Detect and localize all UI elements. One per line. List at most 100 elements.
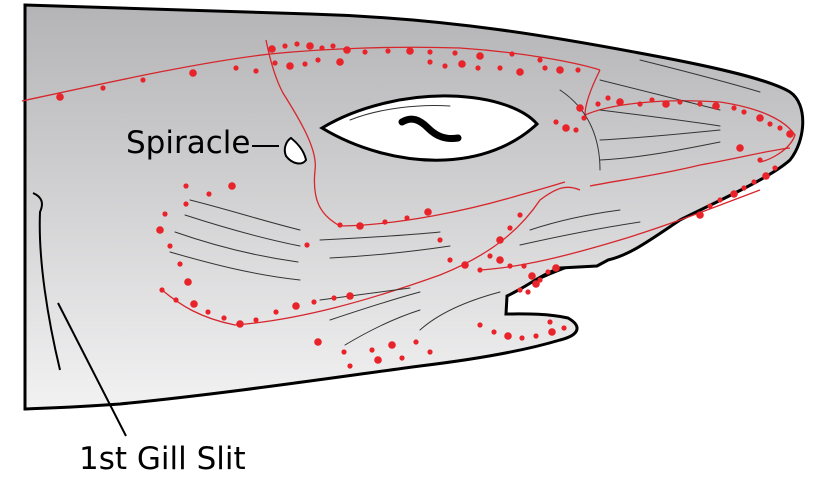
pore-dot [507, 225, 512, 230]
pore-dot [282, 43, 287, 48]
pore-dot [707, 203, 712, 208]
pore-dot [341, 349, 346, 354]
pore-dot [427, 49, 432, 54]
pore-dot [491, 329, 496, 334]
pore-dot [331, 295, 336, 300]
pore-dot [330, 43, 335, 48]
pore-dot [343, 46, 351, 54]
pore-dot [496, 256, 504, 264]
pore-dot [159, 287, 164, 292]
pore-dot [576, 104, 584, 112]
pore-dot [272, 60, 277, 65]
pore-dot [741, 185, 746, 190]
pore-dot [532, 280, 540, 288]
pore-dot [786, 130, 794, 138]
pore-dot [268, 45, 276, 53]
pore-dot [347, 363, 352, 368]
pore-dot [100, 85, 105, 90]
pore-dot [337, 222, 342, 227]
pore-dot [496, 236, 504, 244]
pore-dot [575, 67, 580, 72]
pore-dot [228, 182, 236, 190]
pore-dot [712, 102, 720, 110]
pore-dot [406, 47, 414, 55]
pore-dot [605, 95, 610, 100]
pore-dot [183, 183, 188, 188]
pore-dot [519, 335, 524, 340]
pore-dot [573, 127, 578, 132]
pore-dot [442, 63, 447, 68]
pore-dot [777, 125, 782, 130]
pore-dot [547, 319, 552, 324]
pore-dot [346, 292, 354, 300]
pore-dot [548, 328, 556, 336]
pore-dot [404, 215, 409, 220]
pore-dot [140, 77, 145, 82]
pore-dot [696, 211, 704, 219]
pore-dot [356, 222, 364, 230]
pore-dot [756, 114, 764, 122]
pore-dot [206, 191, 211, 196]
pore-dot [304, 242, 309, 247]
pore-dot [388, 341, 396, 349]
pore-dot [437, 237, 442, 242]
pore-dot [662, 100, 670, 108]
pore-dot [553, 119, 558, 124]
pore-dot [767, 121, 772, 126]
pore-dot [302, 61, 307, 66]
pore-dot [477, 267, 482, 272]
pore-dot [477, 322, 482, 327]
pore-dot [286, 62, 294, 70]
pore-dot [730, 190, 738, 198]
pore-dot [458, 60, 466, 68]
pore-dot [697, 101, 702, 106]
pore-dot [537, 57, 542, 62]
pore-dot [731, 105, 736, 110]
pore-dot [294, 41, 299, 46]
pore-dot [533, 333, 538, 338]
head-silhouette [25, 5, 803, 409]
pore-dot [762, 172, 770, 180]
pore-dot [595, 101, 600, 106]
pore-dot [717, 197, 722, 202]
pore-dot [236, 320, 244, 328]
pore-dot [190, 300, 198, 308]
pore-dot [452, 50, 457, 55]
pore-dot [677, 99, 682, 104]
pore-dot [581, 115, 586, 120]
pore-dot [507, 263, 512, 268]
pore-dot [447, 257, 452, 262]
pore-dot [253, 68, 258, 73]
pore-dot [292, 302, 300, 310]
pore-dot [517, 287, 522, 292]
pore-dot [741, 109, 746, 114]
pore-dot [649, 97, 654, 102]
pore-dot [616, 98, 624, 106]
pore-dot [56, 93, 64, 101]
pore-dot [772, 165, 777, 170]
pore-dot [413, 339, 418, 344]
pore-dot [273, 309, 278, 314]
pore-dot [374, 356, 382, 364]
pore-dot [516, 68, 524, 76]
pore-dot [399, 355, 404, 360]
pore-dot [156, 226, 164, 234]
pore-dot [385, 48, 390, 53]
pore-dot [427, 349, 432, 354]
pore-dot [233, 65, 238, 70]
pore-dot [757, 157, 762, 162]
pore-dot [497, 65, 502, 70]
pore-dot [336, 58, 344, 66]
pore-dot [319, 45, 324, 50]
pore-dot [183, 201, 188, 206]
pore-dot [424, 208, 432, 216]
pore-dot [315, 57, 320, 62]
pore-dot [736, 144, 744, 152]
gill-slit-label: 1st Gill Slit [79, 441, 246, 477]
pore-dot [177, 261, 182, 266]
pore-dot [751, 179, 756, 184]
pore-dot [561, 325, 566, 330]
pore-dot [173, 297, 178, 302]
